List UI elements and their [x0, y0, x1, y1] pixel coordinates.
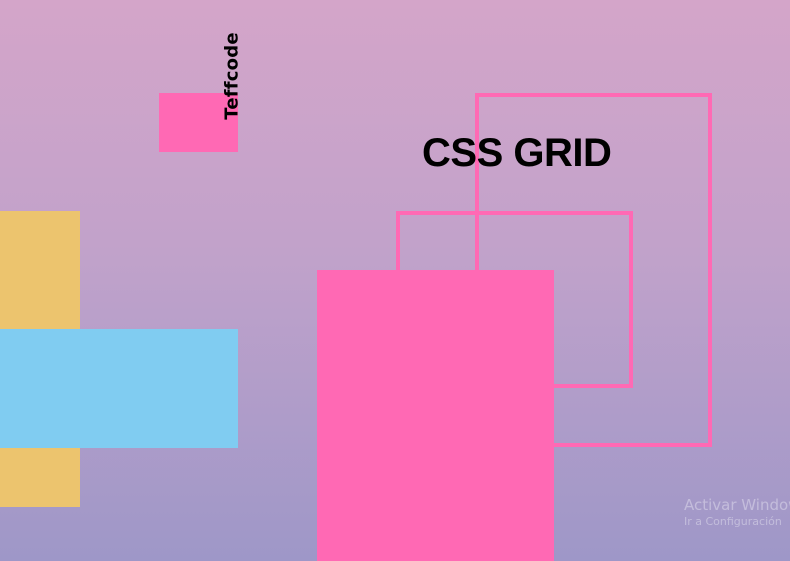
brand-text: Teffcode: [221, 32, 243, 120]
activation-watermark: Activar Windows Ir a Configuración: [684, 496, 790, 530]
small-pink-block: [159, 93, 238, 152]
watermark-line-1: Activar Windows: [684, 496, 790, 514]
large-pink-block: [317, 270, 554, 561]
blue-block: [0, 329, 238, 448]
headline-title: CSS GRID: [422, 131, 612, 175]
watermark-line-2: Ir a Configuración: [684, 515, 782, 528]
